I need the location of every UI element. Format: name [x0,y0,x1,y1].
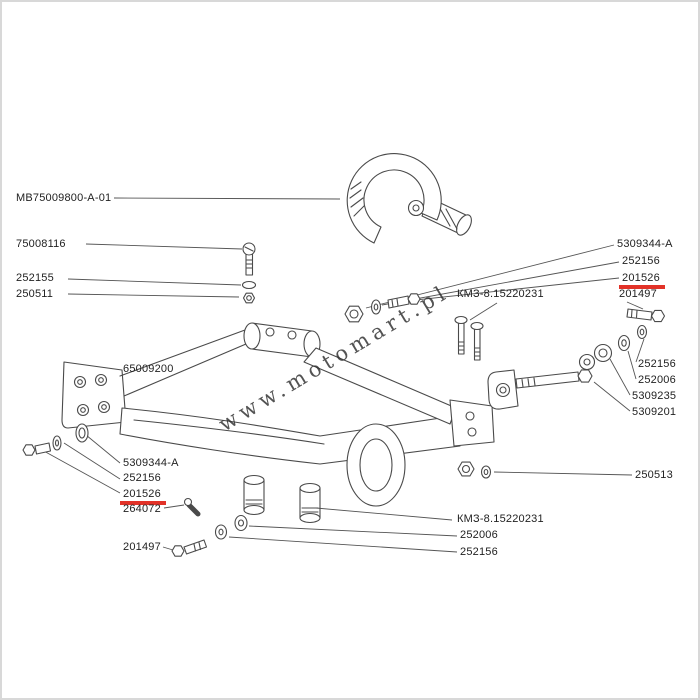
part-label-km3-bottom: КМЗ-8.15220231 [457,513,544,525]
part-label-252155: 252155 [16,272,54,284]
pivot-axle [487,369,593,410]
left-fastener-cluster [22,423,89,456]
bolt-bottom-left [171,539,208,557]
part-label-252156-left: 252156 [123,472,161,484]
part-label-5309344a-left: 5309344-A [123,457,179,469]
part-label-252156-right-mid: 252156 [638,358,676,370]
part-label-201497-right: 201497 [619,288,657,300]
center-fastener-cluster [344,293,421,323]
leader-lines [41,197,645,553]
part-label-250511: 250511 [16,288,54,300]
fork-clevis-part [346,153,472,244]
part-label-km3-top: КМЗ-8.15220231 [457,288,544,300]
part-label-250513: 250513 [635,469,673,481]
right-lower-nut-washer [457,461,492,479]
part-label-75008116: 75008116 [16,238,66,250]
part-label-5309344a-right: 5309344-A [617,238,673,250]
part-label-252156-right-top: 252156 [622,255,660,267]
part-label-mb75009800-a-01: MB75009800-A-01 [16,192,112,204]
bottom-washers [214,514,248,540]
part-label-65009200: 65009200 [123,363,174,375]
part-label-252006-bottom: 252006 [460,529,498,541]
right-fastener-stack [578,308,666,371]
swingarm-assembly [61,322,495,524]
part-label-252006-right-mid: 252006 [638,374,676,386]
part-label-5309235: 5309235 [632,390,677,402]
part-label-5309201: 5309201 [632,406,677,418]
km3-bolt-pair [454,315,484,361]
grease-fitting [183,497,201,517]
part-label-201526-left: 201526 [120,488,166,505]
bolt-washer-nut-top [241,242,257,304]
part-label-264072: 264072 [123,503,161,515]
part-label-201526-right: 201526 [619,272,665,289]
part-label-201497-bottom-left: 201497 [123,541,161,553]
part-label-252156-bottom: 252156 [460,546,498,558]
